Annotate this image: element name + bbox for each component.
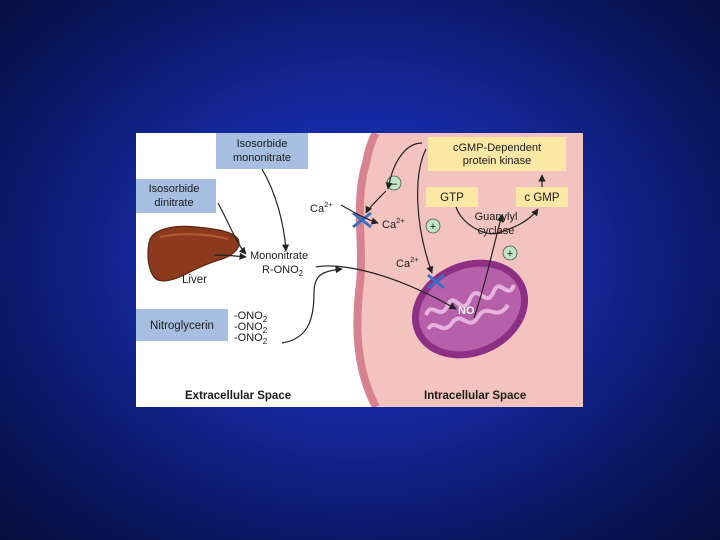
liver-highlight: [159, 233, 229, 240]
calcium-channel-membrane: [352, 211, 372, 229]
liver-label: Liver: [182, 274, 207, 286]
gtp-label: GTP: [440, 192, 464, 204]
no-label: NO: [458, 305, 475, 317]
extracellular-space-label: Extracellular Space: [185, 390, 291, 402]
calcium-channel-mitochondrion: [427, 273, 445, 290]
plus-sign-circle-2: [502, 245, 518, 261]
isosorbide-dinitrate-box: [136, 179, 216, 213]
isosorbide-mononitrate-box: [216, 133, 308, 169]
intracellular-space-label: Intracellular Space: [424, 390, 526, 402]
plus-sign-circle-1: [425, 218, 441, 234]
plus-sign-2: +: [507, 248, 513, 260]
calcium-label-mito: Ca2+: [396, 255, 419, 270]
plus-sign-1: +: [430, 221, 436, 233]
cgmp-box: [516, 187, 568, 207]
kinase-line2: protein kinase: [463, 155, 532, 167]
ono2-group-1: -ONO2: [234, 310, 268, 324]
diagram-figure: Isosorbide mononitrate Isosorbide dinitr…: [136, 133, 583, 407]
cyclase-line1: Guanylyl: [475, 211, 518, 223]
pathway-arrows: [213, 142, 546, 344]
nitroglycerin-label: Nitroglycerin: [150, 320, 214, 332]
r-ono2-label: R-ONO2: [262, 264, 304, 278]
liver-illustration: [147, 225, 240, 282]
isosorbide-mononitrate-line2: mononitrate: [233, 152, 291, 164]
mononitrate-label: Mononitrate: [250, 250, 308, 262]
isosorbide-mononitrate-line1: Isosorbide: [237, 138, 288, 150]
calcium-label-outer: Ca2+: [310, 200, 333, 215]
isosorbide-dinitrate-line2: dinitrate: [154, 197, 193, 209]
nitroglycerin-box: [136, 309, 228, 341]
kinase-box: [428, 137, 566, 171]
cyclase-line2: cyclase: [478, 225, 515, 237]
calcium-label-inner: Ca2+: [382, 216, 405, 231]
cgmp-label: c GMP: [524, 192, 559, 204]
kinase-line1: cGMP-Dependent: [453, 142, 541, 154]
minus-sign: –: [391, 178, 398, 190]
isosorbide-dinitrate-line1: Isosorbide: [149, 183, 200, 195]
nitrate-mechanism-diagram: Isosorbide mononitrate Isosorbide dinitr…: [136, 133, 583, 407]
cell-membrane: [353, 133, 380, 407]
ono2-group-2: -ONO2: [234, 321, 268, 335]
gtp-box: [426, 187, 478, 207]
ono2-group-3: -ONO2: [234, 332, 268, 346]
